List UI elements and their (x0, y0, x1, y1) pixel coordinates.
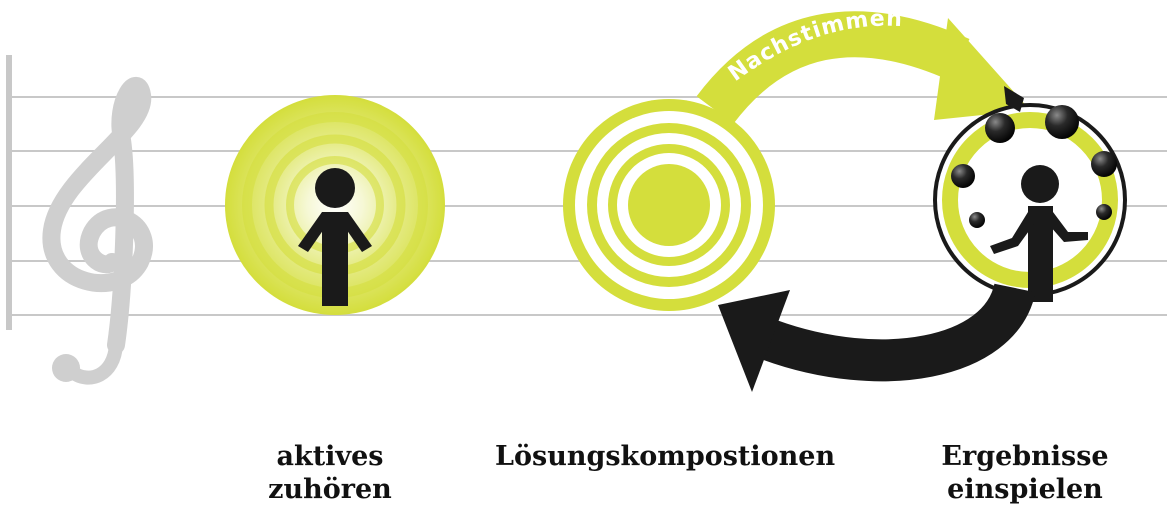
tuning-arrow-tip (1004, 86, 1024, 112)
caption-line: Ergebnisse (941, 441, 1109, 472)
ball-icon (985, 113, 1015, 143)
diagram-canvas: Nachstimmen (6, 7, 1167, 392)
ball-icon (1045, 105, 1079, 139)
caption-active-listening: aktives zuhören (230, 440, 430, 506)
caption-solution-compositions: Lösungskompostionen (495, 440, 835, 473)
tuning-arrow: Nachstimmen (696, 7, 1030, 125)
staff-bar (6, 55, 12, 330)
juggler-icon (933, 103, 1127, 302)
caption-play-results: Ergebnisse einspielen (925, 440, 1125, 506)
person-icon (990, 165, 1088, 302)
juggling-balls (951, 105, 1117, 228)
caption-line: zuhören (268, 474, 392, 505)
listening-icon (225, 95, 445, 315)
return-arrow (718, 282, 1036, 392)
caption-line: Lösungskompostionen (495, 441, 836, 472)
ball-icon (951, 164, 975, 188)
target-rings-icon (563, 99, 775, 311)
caption-line: einspielen (947, 474, 1103, 505)
ball-icon (1091, 151, 1117, 177)
ball-icon (969, 212, 985, 228)
caption-line: aktives (276, 441, 384, 472)
person-icon (298, 168, 372, 306)
treble-clef-icon (42, 76, 153, 385)
ball-icon (1096, 204, 1112, 220)
